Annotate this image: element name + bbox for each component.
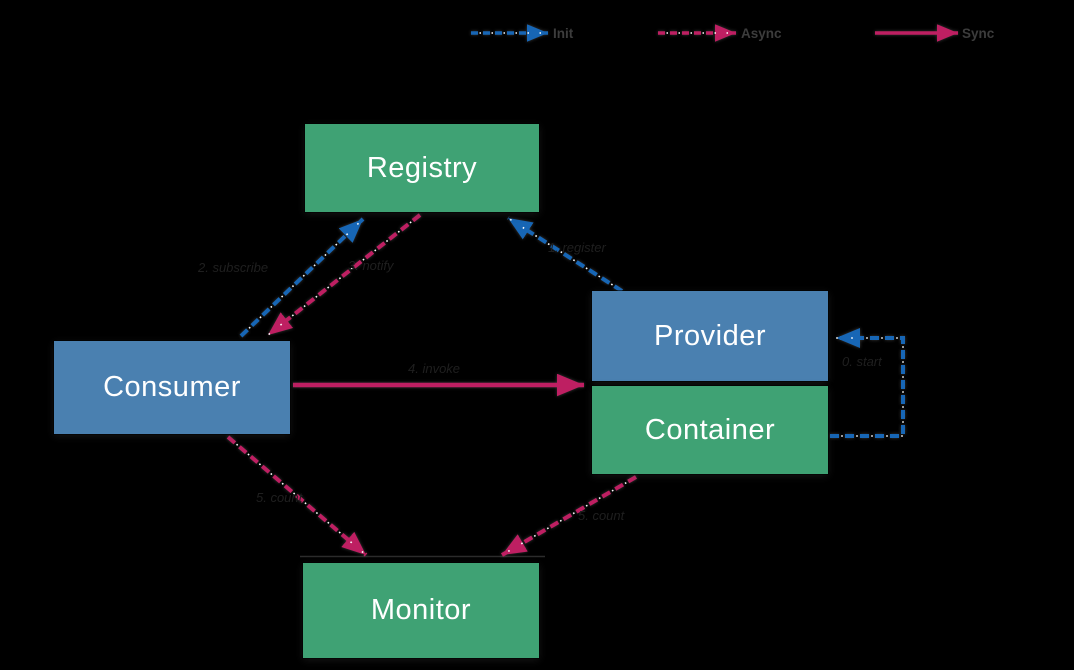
edge-invoke: 4. invoke <box>293 361 584 397</box>
notify-arrow-label: 3. notify <box>348 258 395 273</box>
node-consumer: Consumer <box>54 341 290 434</box>
edge-count-consumer: 5. count <box>226 435 368 557</box>
register-arrow-label: 1. register <box>548 240 606 255</box>
count-consumer-arrow-label: 5. count <box>256 490 304 505</box>
edge-notify: 3. notify <box>266 213 422 337</box>
legend-init-label: Init <box>553 26 574 41</box>
node-monitor-label: Monitor <box>370 594 472 626</box>
count-container-arrow <box>500 475 638 557</box>
notify-arrow <box>266 213 422 337</box>
start-arrow-specks <box>830 337 904 437</box>
edge-count-container: 5. count <box>500 475 638 557</box>
count-container-arrow-label: 5. count <box>578 508 626 523</box>
legend-sync-label: Sync <box>962 26 995 41</box>
legend-item-init: Init <box>471 24 574 42</box>
register-arrow <box>506 216 624 293</box>
count-consumer-arrow <box>226 435 368 557</box>
node-monitor: Monitor <box>303 563 539 658</box>
start-arrow-label: 0. start <box>842 354 883 369</box>
edge-register: 1. register <box>506 216 624 293</box>
legend-item-sync: Sync <box>875 24 995 42</box>
subscribe-arrow-label: 2. subscribe <box>197 260 268 275</box>
start-arrow <box>830 328 905 438</box>
node-provider: Provider <box>592 291 828 381</box>
invoke-arrow-label: 4. invoke <box>408 361 460 376</box>
node-consumer-label: Consumer <box>103 371 241 403</box>
node-container-label: Container <box>644 413 776 446</box>
edge-subscribe: 2. subscribe <box>197 217 365 338</box>
legend: Init Async Sync <box>471 24 995 42</box>
subscribe-arrow <box>239 217 365 338</box>
legend-async-label: Async <box>741 26 782 41</box>
edge-start: 0. start <box>830 328 905 438</box>
node-registry: Registry <box>305 124 539 212</box>
legend-item-async: Async <box>658 24 782 42</box>
node-registry-label: Registry <box>366 151 478 184</box>
node-container: Container <box>592 386 828 474</box>
node-provider-label: Provider <box>654 319 766 352</box>
notify-arrow-specks <box>267 214 421 336</box>
